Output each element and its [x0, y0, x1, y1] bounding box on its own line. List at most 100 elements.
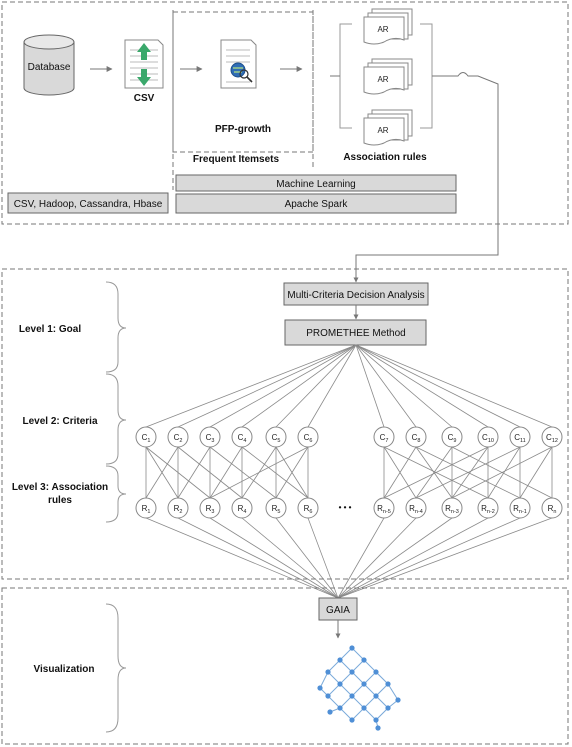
edge-rule-gaia [177, 517, 339, 599]
rule-node-label: R2 [174, 504, 183, 515]
graph-node [317, 685, 323, 691]
level3-label-line2: rules [48, 495, 72, 506]
graph-edge [327, 659, 341, 673]
edge-goal-criterion [355, 344, 417, 428]
criterion-node-label: C8 [412, 433, 421, 444]
pfp-document-icon [220, 39, 257, 89]
sources-box [7, 192, 169, 214]
graph-node [325, 669, 331, 675]
graph-edge [327, 695, 341, 709]
criterion-node [541, 426, 563, 448]
edge-criterion-rule [487, 446, 521, 499]
graph-edge [339, 683, 353, 697]
graph-node [375, 725, 381, 731]
ar-right-bracket [420, 23, 433, 129]
apache-spark-bar [175, 193, 457, 214]
rule-node [405, 497, 427, 519]
graph-node [349, 645, 355, 651]
edge-goal-criterion [355, 344, 453, 428]
edge-criterion-rule [209, 446, 309, 499]
edge-criterion-rule [415, 446, 453, 499]
edge-rule-gaia [241, 517, 339, 599]
rule-node [373, 497, 395, 519]
ar-stack-2: AR [363, 58, 413, 95]
edge-rule-gaia [337, 517, 385, 599]
rule-node [231, 497, 253, 519]
edge-goal-criterion [145, 344, 357, 428]
graph-node [385, 705, 391, 711]
edge-rule-gaia [337, 517, 453, 599]
level2-brace [105, 373, 127, 465]
graph-edge [387, 683, 399, 701]
rule-node [541, 497, 563, 519]
edge-criterion-rule [415, 446, 521, 499]
edge-rule-gaia [337, 517, 521, 599]
apache-spark-label: Apache Spark [285, 199, 349, 210]
graph-edge [351, 671, 365, 685]
connector-ar-mcda [353, 72, 499, 283]
graph-edge [339, 647, 353, 661]
edge-goal-criterion [355, 344, 553, 428]
edge-criterion-rule [519, 446, 553, 499]
rule-node [509, 497, 531, 519]
level1-brace [105, 281, 127, 373]
criteria-rules-network [145, 344, 553, 599]
criterion-node-label: C12 [546, 433, 558, 444]
gaia-graph-icon [317, 645, 401, 731]
rule-node [441, 497, 463, 519]
criterion-node [477, 426, 499, 448]
rule-node-label: R5 [272, 504, 281, 515]
edge-criterion-rule [383, 446, 489, 499]
edge-goal-criterion [355, 344, 521, 428]
graph-edge [375, 707, 389, 721]
svg-text:AR: AR [377, 25, 388, 34]
graph-edge [363, 695, 377, 709]
csv-label: CSV [134, 93, 155, 104]
criterion-node [167, 426, 189, 448]
edge-criterion-rule [177, 446, 211, 499]
graph-edge [351, 647, 365, 661]
criterion-node [135, 426, 157, 448]
graph-edge [363, 707, 377, 721]
criterion-node [199, 426, 221, 448]
edge-goal-criterion [209, 344, 357, 428]
criterion-node [265, 426, 287, 448]
rule-node-label: R3 [206, 504, 215, 515]
edge-criterion-rule [145, 446, 179, 499]
level3-brace [105, 465, 127, 523]
edge-goal-criterion [355, 344, 385, 428]
criterion-node-label: C2 [174, 433, 183, 444]
graph-node [361, 657, 367, 663]
frequent-itemsets-label: Frequent Itemsets [193, 154, 280, 165]
criterion-node-label: C10 [482, 433, 494, 444]
graph-node [349, 669, 355, 675]
graph-node [373, 717, 379, 723]
ellipsis: • • • [339, 503, 352, 512]
graph-node [337, 657, 343, 663]
rule-node [167, 497, 189, 519]
level2-label: Level 2: Criteria [22, 416, 97, 427]
promethee-label: PROMETHEE Method [306, 328, 405, 339]
rule-node-label: Rn-1 [513, 504, 527, 515]
rule-node-label: Rn-2 [481, 504, 495, 515]
edge-goal-criterion [307, 344, 357, 428]
graph-edge [375, 683, 389, 697]
criterion-node-label: C9 [448, 433, 457, 444]
mcda-label: Multi-Criteria Decision Analysis [287, 290, 424, 301]
graph-edge [327, 671, 341, 685]
criterion-node-label: C1 [142, 433, 151, 444]
edge-goal-criterion [355, 344, 489, 428]
rule-node [477, 497, 499, 519]
graph-node [327, 709, 333, 715]
database-icon [23, 34, 75, 96]
edge-rule-gaia [275, 517, 339, 599]
criterion-node-label: C4 [238, 433, 247, 444]
pfp-growth-label: PFP-growth [215, 124, 271, 135]
graph-edge [339, 707, 353, 721]
graph-edge [363, 671, 377, 685]
edge-criterion-rule [209, 446, 277, 499]
rule-node [199, 497, 221, 519]
graph-edge [351, 659, 365, 673]
edge-criterion-rule [275, 446, 309, 499]
